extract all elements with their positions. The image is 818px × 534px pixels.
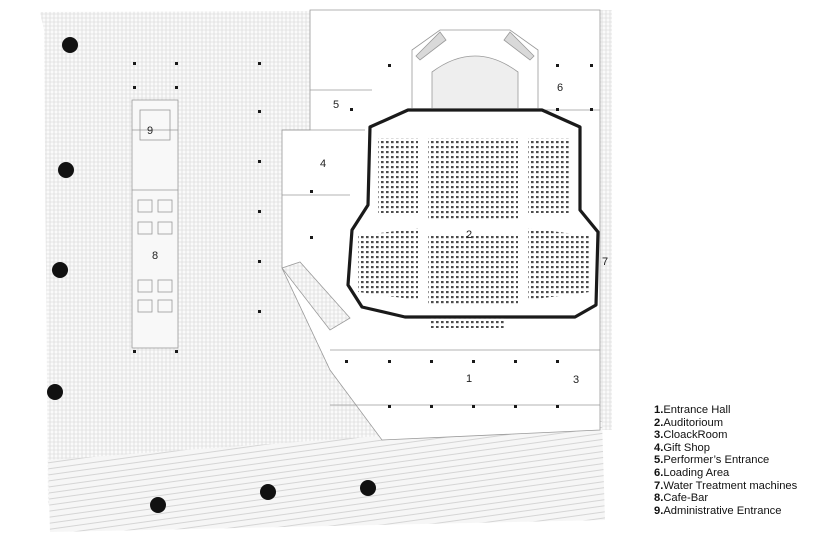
room-label-4: 4 xyxy=(320,158,326,170)
legend-item: 3.CloackRoom xyxy=(654,429,728,442)
tree-icon xyxy=(47,384,63,400)
room-label-8: 8 xyxy=(152,250,158,262)
stage-area xyxy=(411,29,539,108)
room-label-9: 9 xyxy=(147,125,153,137)
legend-item: 8.Cafe-Bar xyxy=(654,492,709,505)
tree-icon xyxy=(52,262,68,278)
room-label-7: 7 xyxy=(602,256,608,268)
tree-icon xyxy=(360,480,376,496)
legend-item: 1.Entrance Hall xyxy=(654,404,731,416)
cafe-bar-block xyxy=(131,99,179,349)
room-legend: 1.Entrance Hall 2.Auditorioum 3.CloackRo… xyxy=(654,404,818,517)
legend-item: 2.Auditorioum xyxy=(654,416,724,429)
room-label-1: 1 xyxy=(466,373,472,385)
room-label-3: 3 xyxy=(573,374,579,386)
tree-icon xyxy=(62,37,78,53)
column-grid xyxy=(133,62,593,408)
room-label-2: 2 xyxy=(466,229,472,241)
tree-icon xyxy=(260,484,276,500)
legend-item: 6.Loading Area xyxy=(654,466,730,479)
legend-item: 4.Gift Shop xyxy=(654,441,710,454)
legend-item: 5.Performer’s Entrance xyxy=(654,454,770,467)
bottom-plaza xyxy=(48,420,605,532)
legend-item: 9.Administrative Entrance xyxy=(654,504,782,517)
tree-icon xyxy=(58,162,74,178)
tree-icon xyxy=(150,497,166,513)
tree-icons xyxy=(47,37,376,513)
auditorium-hall xyxy=(346,108,600,328)
room-labels: 1 2 3 4 5 6 7 8 9 xyxy=(147,82,608,386)
room-label-6: 6 xyxy=(557,82,563,94)
legend-item: 7.Water Treatment machines xyxy=(654,479,798,492)
room-label-5: 5 xyxy=(333,99,339,111)
